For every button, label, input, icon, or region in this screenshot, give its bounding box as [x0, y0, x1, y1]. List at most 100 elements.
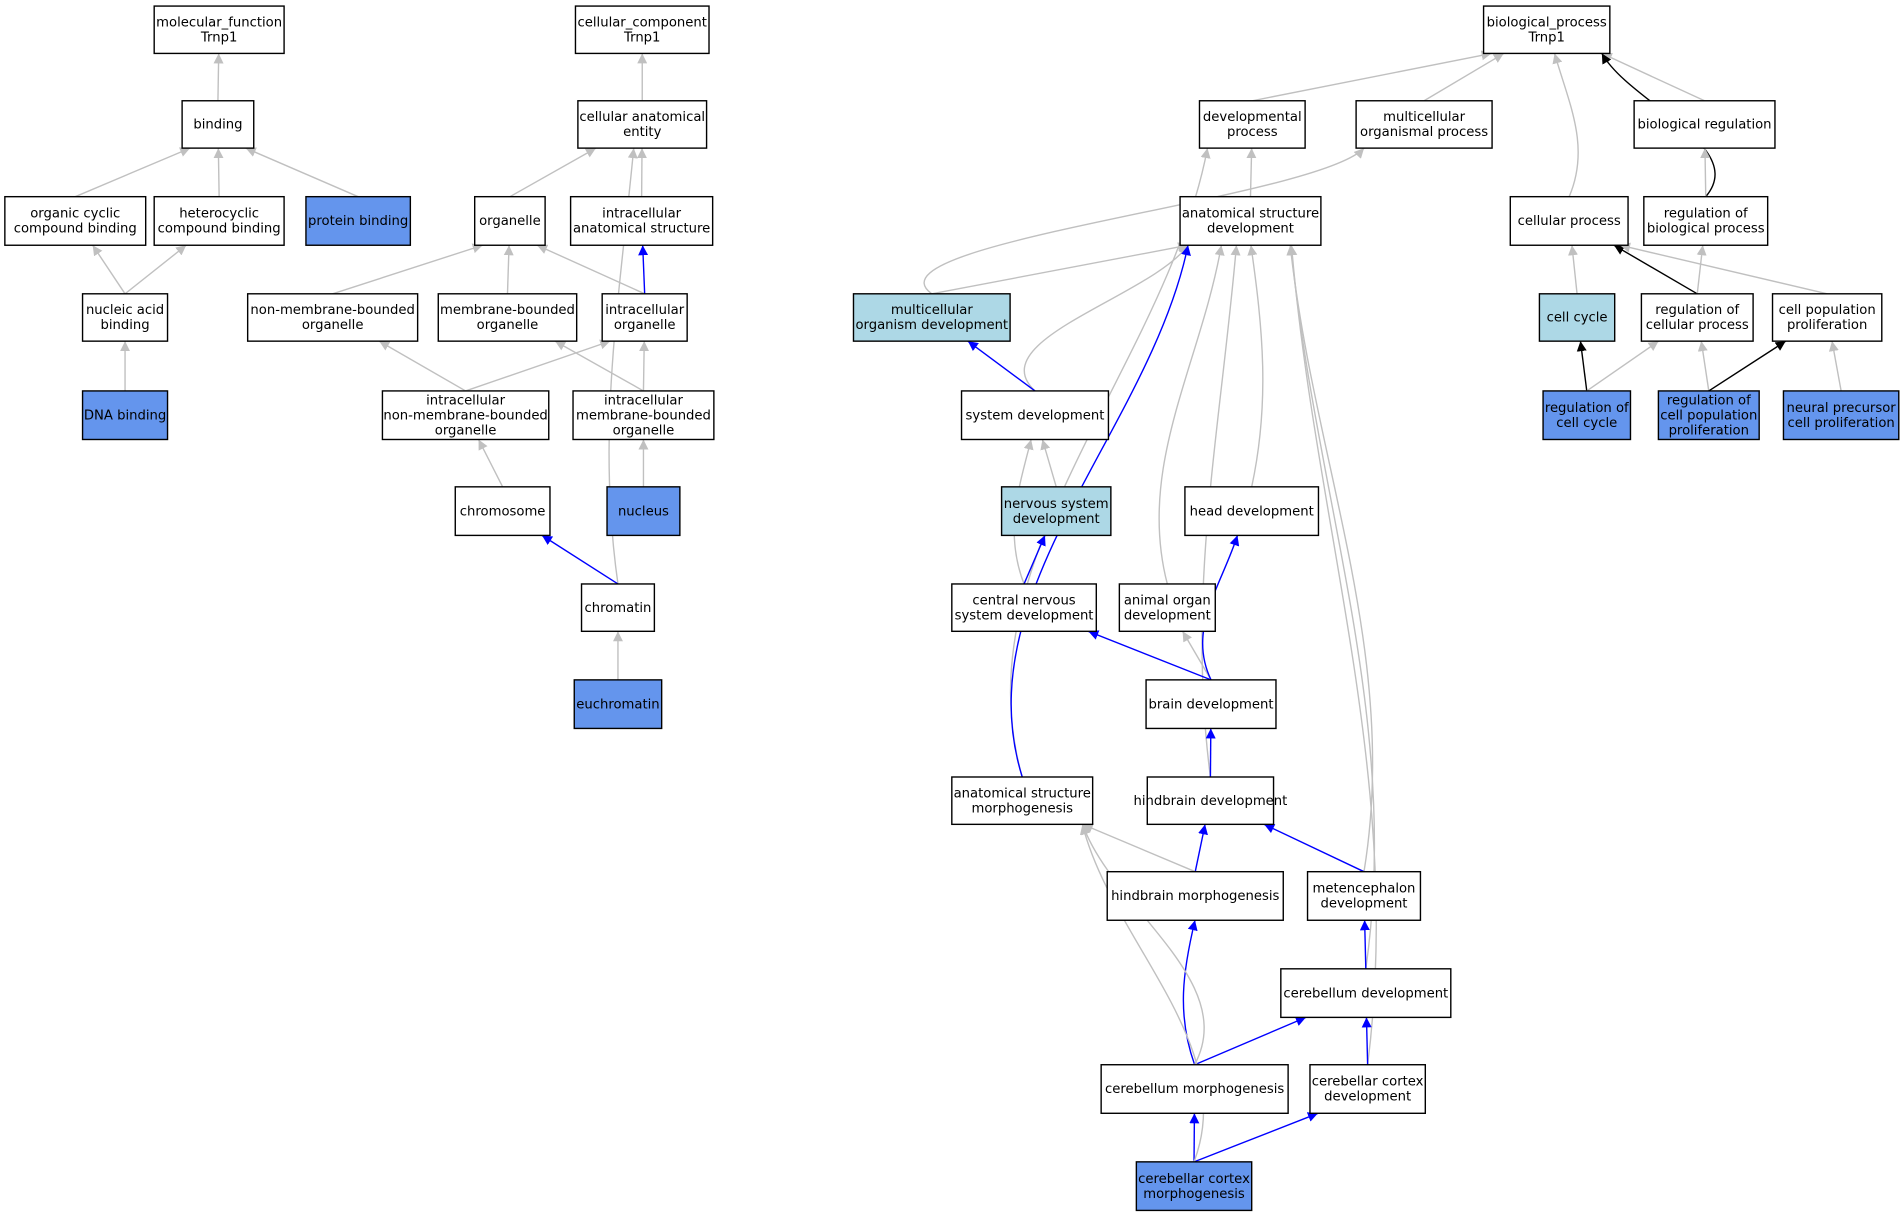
node-label: intracellular: [602, 207, 681, 222]
node-dna-binding[interactable]: DNA binding: [81, 390, 169, 441]
node-label: organelle: [477, 318, 539, 333]
node-label: non-membrane-bounded: [383, 408, 547, 423]
node-sys-dev[interactable]: system development: [960, 390, 1110, 441]
node-label: membrane-bounded: [576, 408, 711, 423]
node-hb-dev[interactable]: hindbrain development: [1133, 776, 1287, 826]
node-head-dev[interactable]: head development: [1184, 486, 1320, 537]
node-box: [572, 390, 715, 441]
edge-line: [1252, 50, 1492, 102]
edge-nmbo-to-organelle: [332, 243, 483, 295]
node-label: biological_process: [1487, 15, 1607, 30]
node-bio-reg[interactable]: biological regulation: [1633, 100, 1776, 149]
node-label: development: [1013, 512, 1100, 527]
node-binding[interactable]: binding: [181, 100, 255, 149]
node-label: cerebellar cortex: [1138, 1172, 1250, 1187]
node-cell-proc[interactable]: cellular process: [1509, 195, 1629, 246]
edge-line: [1040, 439, 1057, 488]
edge-nucleic_acid-to-heterocyclic: [124, 244, 187, 295]
node-euchromatin[interactable]: euchromatin: [573, 679, 663, 730]
node-label: intracellular: [426, 393, 505, 408]
node-box: [181, 100, 255, 149]
node-label: entity: [623, 125, 661, 140]
edge-line: [124, 244, 187, 295]
edge-cb_morph-to-hb_morph: [1182, 920, 1198, 1065]
edge-sys_dev-to-mod: [967, 340, 1036, 392]
node-box: [1198, 100, 1306, 149]
node-cell-cycle[interactable]: cell cycle: [1538, 293, 1616, 342]
node-organelle[interactable]: organelle: [473, 195, 546, 246]
edge-dev_process-to-bp_root: [1252, 50, 1492, 102]
edge-line: [378, 340, 466, 392]
edge-line: [931, 242, 1189, 295]
node-label: cerebellum morphogenesis: [1105, 1082, 1284, 1097]
node-box: [852, 293, 1011, 342]
node-brain-dev[interactable]: brain development: [1145, 679, 1277, 730]
edge-line: [1613, 244, 1698, 295]
edge-line: [923, 147, 1365, 295]
edge-cb_dev-to-metenc: [1359, 920, 1370, 969]
edge-multi_proc-to-bp_root: [1423, 52, 1505, 102]
node-box: [1640, 293, 1754, 342]
node-protein-binding[interactable]: protein binding: [305, 195, 412, 246]
node-label: euchromatin: [576, 697, 659, 712]
node-chromatin[interactable]: chromatin: [580, 583, 656, 633]
node-label: hindbrain morphogenesis: [1111, 889, 1279, 904]
node-box: [1280, 968, 1452, 1019]
edge-cnsd-to-nsd: [1023, 535, 1046, 585]
edge-line: [1023, 535, 1046, 585]
node-label: cell population: [1779, 303, 1876, 318]
edge-line: [1568, 245, 1578, 294]
edge-mbo-to-organelle: [503, 245, 514, 294]
node-inmbo[interactable]: intracellularnon-membrane-boundedorganel…: [381, 390, 550, 441]
edge-line: [213, 148, 224, 197]
node-box: [1145, 679, 1277, 730]
node-box: [1118, 583, 1216, 633]
node-cb-morph[interactable]: cerebellum morphogenesis: [1100, 1064, 1289, 1114]
node-box: [1309, 1064, 1427, 1114]
node-box: [1657, 390, 1760, 441]
node-label: head development: [1190, 504, 1314, 519]
node-cb-dev[interactable]: cerebellum development: [1280, 968, 1452, 1019]
node-label: cellular anatomical: [579, 110, 705, 125]
node-label: binding: [100, 318, 149, 333]
node-label: organic cyclic: [30, 207, 120, 222]
edge-mod-to-multi_proc: [923, 147, 1365, 295]
node-chromosome[interactable]: chromosome: [454, 486, 551, 537]
node-hb-morph[interactable]: hindbrain morphogenesis: [1106, 870, 1284, 921]
node-label: nucleus: [618, 504, 669, 519]
node-label: molecular_function: [156, 15, 282, 30]
node-nucleus[interactable]: nucleus: [606, 486, 681, 537]
node-box: [960, 390, 1110, 441]
node-label: Trnp1: [623, 30, 660, 45]
